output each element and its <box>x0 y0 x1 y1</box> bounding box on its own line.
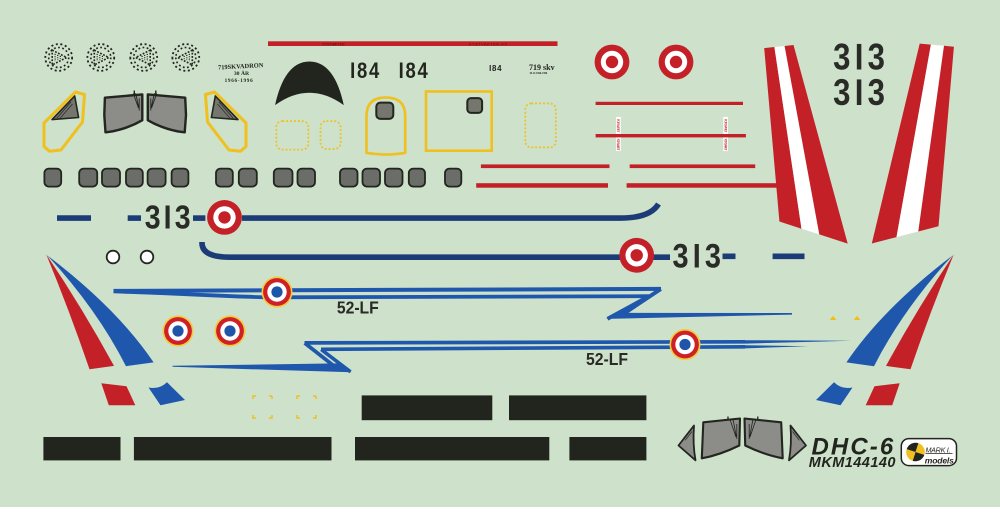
svg-text:3I3: 3I3 <box>833 72 889 113</box>
svg-text:719 skv: 719 skv <box>529 63 555 72</box>
svg-text:52-LF: 52-LF <box>337 298 379 318</box>
svg-text:3I3: 3I3 <box>833 37 889 78</box>
svg-text:KYSTVAKTEN KV: KYSTVAKTEN KV <box>469 43 508 47</box>
svg-text:1966-1996: 1966-1996 <box>225 78 254 84</box>
svg-text:DHC-6: DHC-6 <box>812 434 896 461</box>
svg-text:30 ÅR: 30 ÅR <box>234 69 250 77</box>
svg-text:FORSVARET: FORSVARET <box>723 139 727 151</box>
svg-text:FORSVARET: FORSVARET <box>616 119 620 133</box>
svg-text:52-LF: 52-LF <box>586 349 628 369</box>
svg-text:3I3: 3I3 <box>672 236 725 275</box>
svg-text:MARK I.: MARK I. <box>926 445 951 454</box>
svg-text:I84: I84 <box>350 59 381 83</box>
svg-text:719SKVADRON: 719SKVADRON <box>218 62 264 71</box>
svg-text:FORSVARET: FORSVARET <box>723 119 727 133</box>
svg-text:3I3: 3I3 <box>145 198 194 236</box>
svg-text:I84: I84 <box>399 59 430 83</box>
svg-text:models: models <box>925 456 954 466</box>
svg-text:MKM144140: MKM144140 <box>809 455 896 471</box>
svg-text:FORSVARET: FORSVARET <box>616 139 620 151</box>
svg-text:I84: I84 <box>489 64 502 73</box>
svg-text:KYSTVAKTEN: KYSTVAKTEN <box>323 43 345 47</box>
svg-text:30.12.1966-1996: 30.12.1966-1996 <box>530 72 548 75</box>
